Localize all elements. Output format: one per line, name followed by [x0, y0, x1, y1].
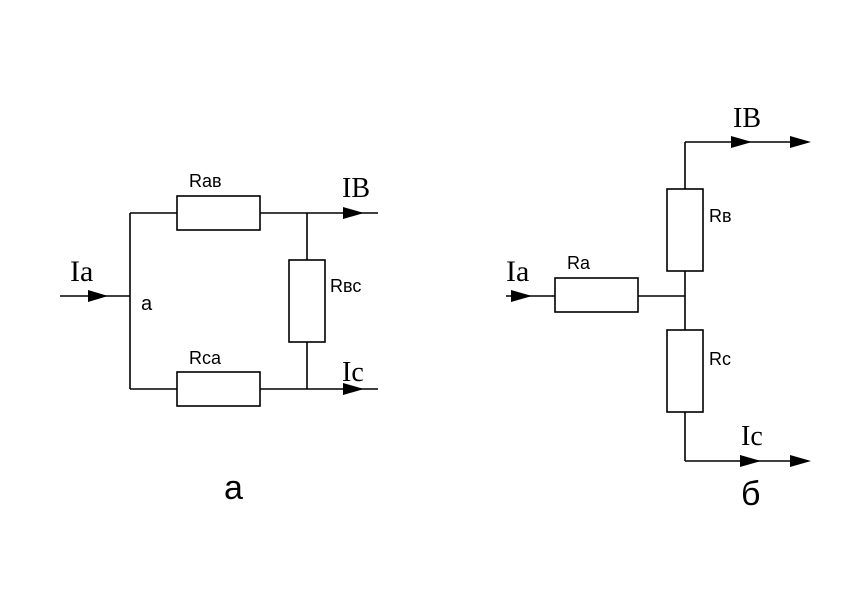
label-rb: Rв — [709, 206, 732, 226]
arrow-ic — [343, 383, 364, 395]
arrow-ic-b2 — [790, 455, 811, 467]
arrow-ia — [88, 290, 108, 302]
delta-circuit: Ia IB Ic Rав Rвс Rса а а — [60, 171, 378, 507]
arrow-ia-b — [511, 290, 532, 302]
resistor-rb — [666, 188, 704, 272]
label-ia-a: Ia — [70, 255, 93, 288]
label-rc: Rс — [709, 349, 731, 369]
label-node-a: а — [141, 293, 153, 315]
resistor-rbc — [288, 259, 326, 343]
label-ra: Ra — [567, 253, 591, 273]
resistor-ra — [554, 277, 639, 313]
label-rab: Rав — [189, 171, 222, 191]
arrow-ib-b1 — [731, 136, 752, 148]
label-rbc: Rвс — [330, 276, 361, 296]
caption-a: а — [224, 469, 243, 507]
arrow-ic-b1 — [740, 455, 761, 467]
arrow-ib — [343, 207, 364, 219]
label-ib-a: IB — [342, 173, 370, 204]
label-ib-b: IB — [733, 103, 761, 134]
label-ic-a: Ic — [342, 357, 364, 388]
resistor-rca — [176, 371, 261, 407]
label-ic-b: Ic — [741, 421, 763, 452]
arrow-ib-b2 — [790, 136, 811, 148]
resistor-rab — [176, 195, 261, 231]
resistor-rc — [666, 329, 704, 413]
label-ia-b: Ia — [506, 255, 529, 288]
label-rca: Rса — [189, 348, 222, 368]
star-circuit: Ia IB Ic Ra Rв Rс б — [506, 103, 811, 513]
caption-b: б — [741, 475, 760, 513]
